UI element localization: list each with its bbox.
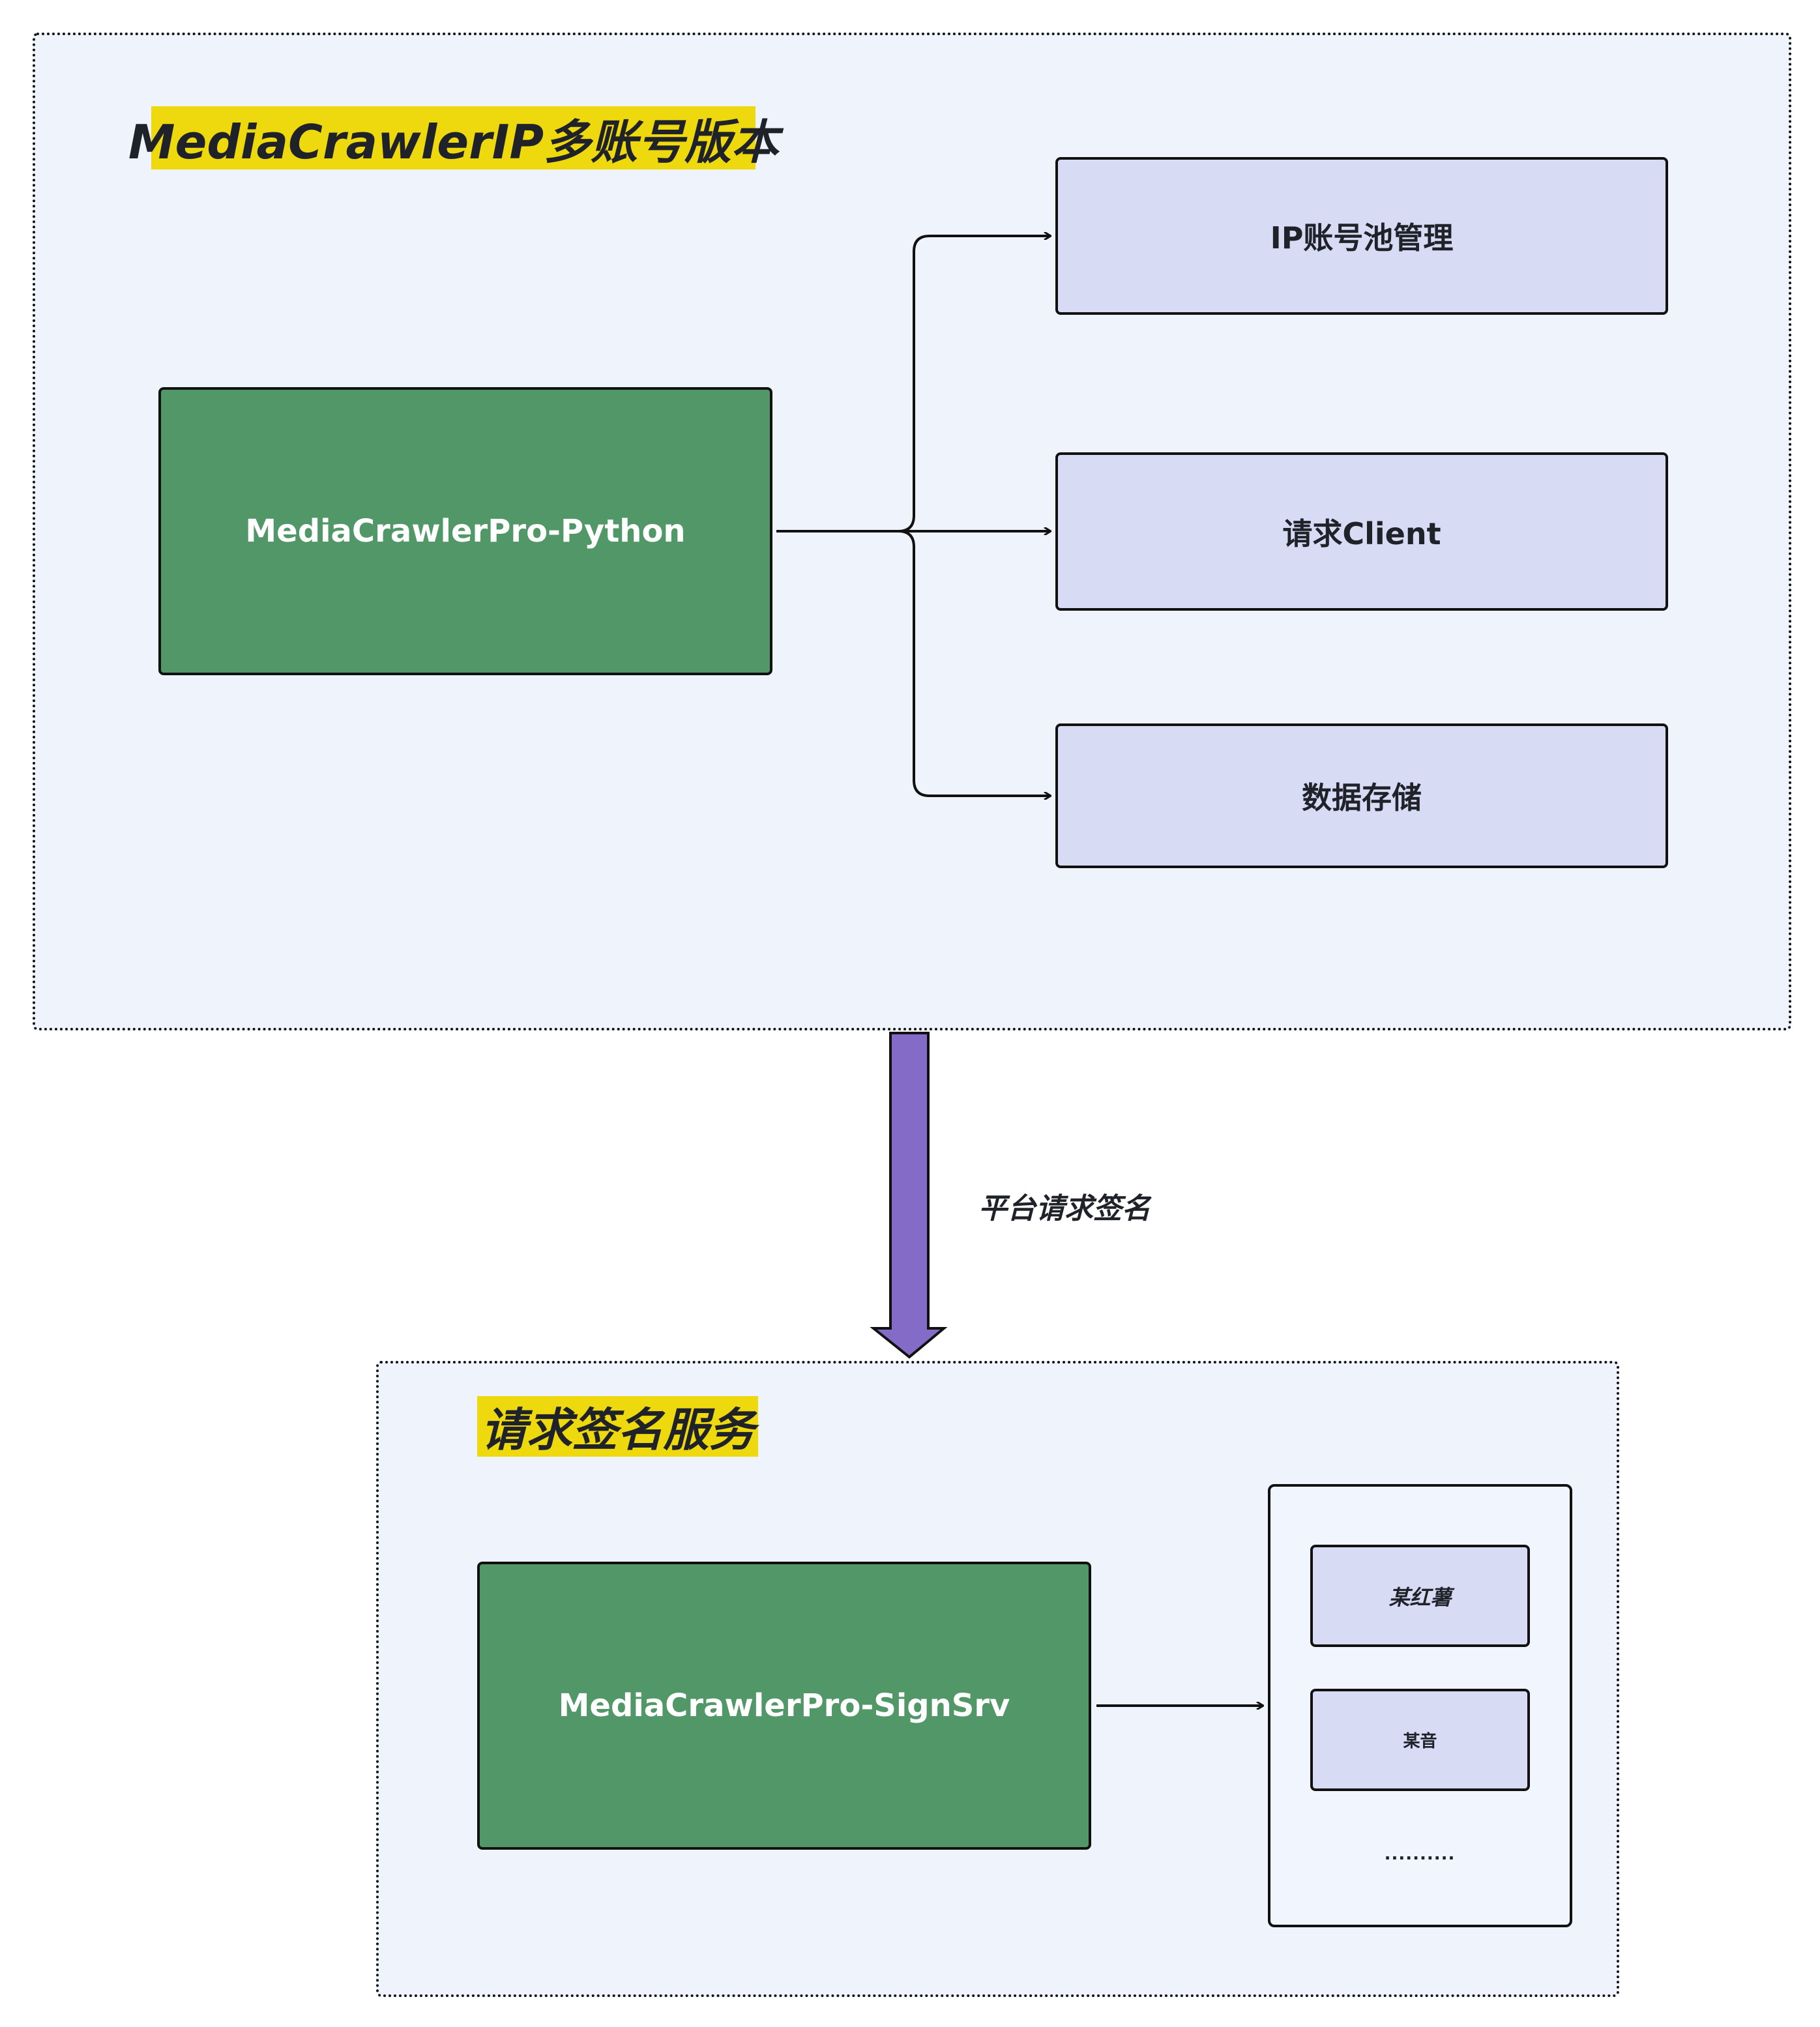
main-node-signsrv-label: MediaCrawlerPro-SignSrv — [558, 1687, 1010, 1724]
main-node-python[interactable]: MediaCrawlerPro-Python — [158, 387, 772, 675]
down-arrow-icon — [870, 1032, 948, 1359]
top-panel-title: MediaCrawlerIP多账号版本 — [128, 106, 778, 169]
bottom-panel-title: 请求签名服务 — [477, 1396, 758, 1457]
platform-label: 某音 — [1403, 1732, 1437, 1751]
main-node-python-label: MediaCrawlerPro-Python — [245, 513, 686, 549]
platform-xiaohongshu[interactable]: 某红薯 — [1310, 1545, 1530, 1647]
module-label: 数据存储 — [1302, 780, 1422, 815]
module-label: 请求Client — [1282, 516, 1441, 551]
platform-douyin[interactable]: 某音 — [1310, 1689, 1530, 1791]
connector-label: 平台请求签名 — [978, 1192, 1151, 1225]
module-request-client[interactable]: 请求Client — [1055, 452, 1668, 611]
main-node-signsrv[interactable]: MediaCrawlerPro-SignSrv — [477, 1562, 1091, 1850]
more-platforms-ellipsis: .......... — [1384, 1845, 1456, 1864]
module-ip-account-pool[interactable]: IP账号池管理 — [1055, 157, 1668, 315]
platform-label: 某红薯 — [1388, 1584, 1452, 1610]
module-label: IP账号池管理 — [1270, 220, 1454, 255]
module-data-storage[interactable]: 数据存储 — [1055, 723, 1668, 868]
